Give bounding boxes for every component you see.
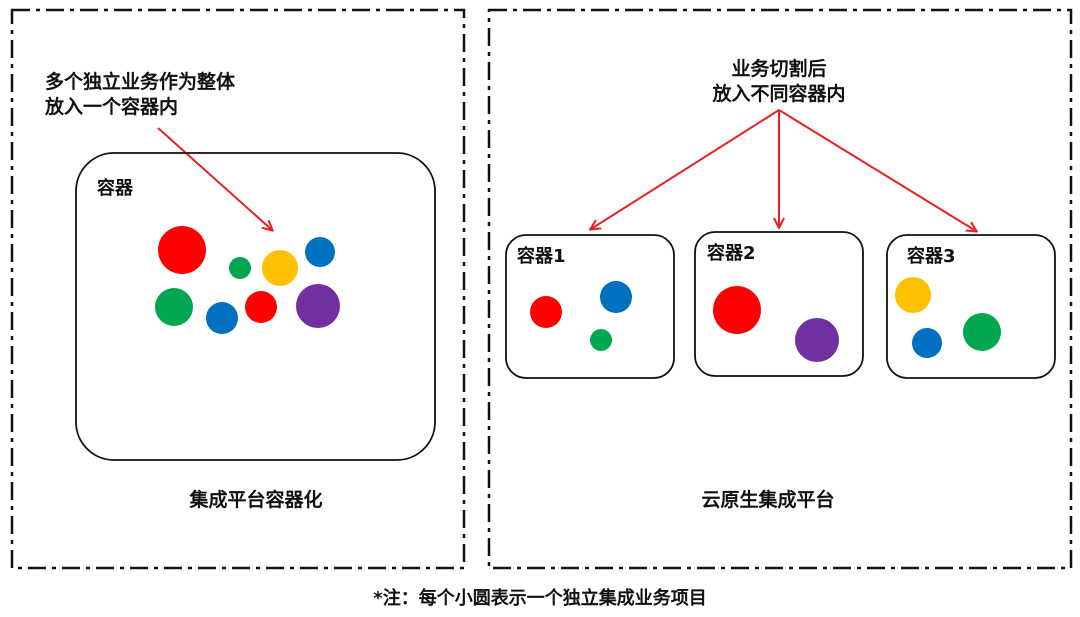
item-circle-blue	[912, 328, 942, 358]
left-container-label: 容器	[97, 177, 134, 199]
item-circle-yellow	[895, 277, 931, 313]
item-circle-red	[245, 291, 277, 323]
left-caption: 集成平台容器化	[188, 488, 322, 511]
item-circle-green	[155, 288, 193, 326]
item-circle-blue	[600, 281, 632, 313]
left-panel-frame	[10, 8, 466, 570]
item-circle-yellow	[262, 250, 298, 286]
right-panel-frame	[487, 8, 1073, 570]
left-annotation-line1: 多个独立业务作为整体	[45, 70, 236, 93]
right-annotation-line1: 业务切割后	[731, 57, 826, 80]
item-circle-red	[530, 296, 562, 328]
footnote: *注：每个小圆表示一个独立集成业务项目	[373, 587, 706, 609]
left-container-box	[75, 152, 436, 461]
item-circle-blue	[305, 237, 335, 267]
container-3-label: 容器3	[907, 245, 956, 267]
container-1-label: 容器1	[517, 245, 566, 267]
item-circle-red	[158, 226, 206, 274]
item-circle-purple	[296, 284, 340, 328]
right-arrow-3	[778, 109, 976, 231]
right-arrow-1	[591, 109, 780, 229]
container-2-box	[694, 231, 864, 377]
left-annotation-line2: 放入一个容器内	[44, 95, 178, 118]
item-circle-green	[229, 257, 251, 279]
container-3-box	[886, 234, 1056, 379]
item-circle-red	[713, 286, 761, 334]
right-annotation-line2: 放入不同容器内	[711, 82, 845, 105]
item-circle-green	[590, 329, 612, 351]
item-circle-green	[963, 313, 1001, 351]
left-circles	[155, 226, 340, 334]
container-1-box	[505, 234, 675, 379]
right-caption: 云原生集成平台	[701, 488, 834, 511]
item-circle-purple	[795, 318, 839, 362]
container-2-label: 容器2	[707, 242, 756, 264]
left-arrow	[157, 127, 272, 230]
item-circle-blue	[206, 302, 238, 334]
